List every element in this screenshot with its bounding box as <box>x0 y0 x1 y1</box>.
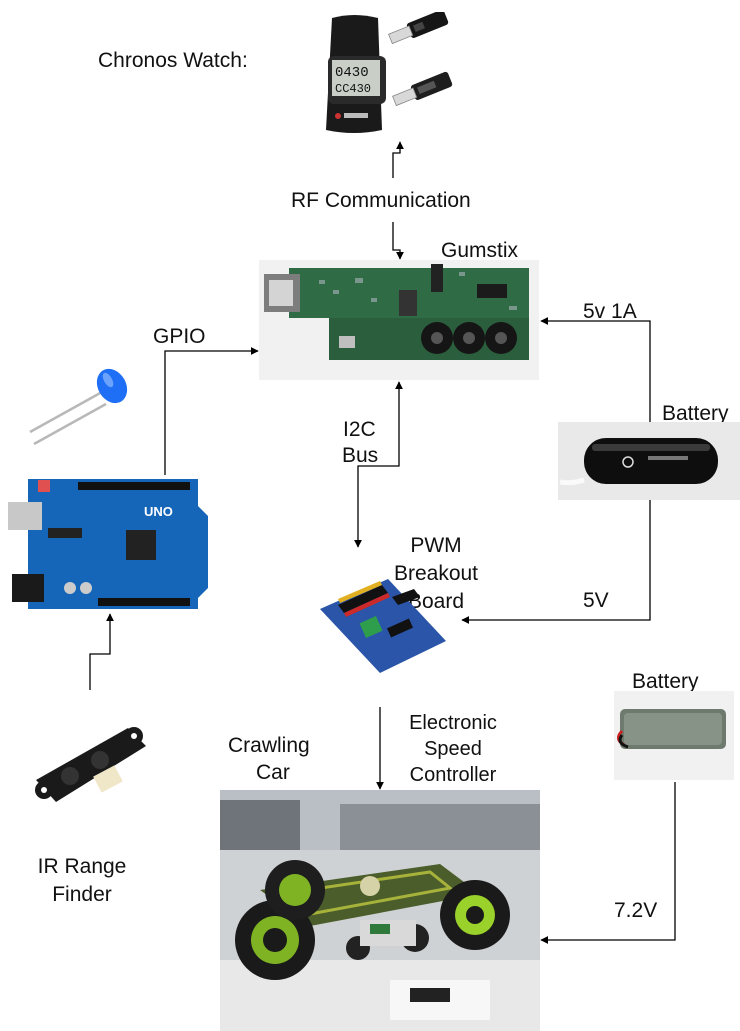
led-image <box>20 364 130 450</box>
battery-bottom-label: Battery <box>632 670 699 693</box>
arduino-board-image: UNO <box>8 476 213 612</box>
pwm-label-line1: PWM <box>410 534 462 557</box>
nimh-battery-pack-image <box>614 691 734 780</box>
ir-range-finder-image <box>30 720 148 810</box>
ir-label-line2: Finder <box>52 883 112 906</box>
power-bank-battery-image <box>558 422 740 500</box>
gumstix-board-image <box>259 260 539 380</box>
gpio-label: GPIO <box>153 325 206 348</box>
i2c-label-line2: Bus <box>342 444 379 467</box>
chronos-watch-image: 0430 CC430 <box>318 9 468 137</box>
chronos-watch-label: Chronos Watch: <box>98 49 248 72</box>
pwm-label-line3: Board <box>407 590 465 613</box>
crawling-label-line1: Crawling <box>228 734 310 757</box>
arduino-uno-text: UNO <box>144 504 173 519</box>
gumstix-label: Gumstix <box>441 239 519 262</box>
rf-to-gumstix-arrow <box>392 222 404 260</box>
power-5v-label: 5V <box>583 589 609 612</box>
gpio-arrow <box>164 347 259 475</box>
watch-time-text: 0430 <box>335 65 369 81</box>
power-5v-1a-label: 5v 1A <box>583 300 637 323</box>
battery-to-car-arrow <box>540 782 676 944</box>
rf-to-watch-arrow <box>392 141 404 178</box>
rf-communication-label: RF Communication <box>291 189 471 212</box>
esc-label-line3: Controller <box>409 764 497 786</box>
esc-label-line1: Electronic <box>409 712 497 734</box>
ir-label-line1: IR Range <box>37 855 127 878</box>
power-7v2-label: 7.2V <box>614 899 658 922</box>
battery-to-gumstix-arrow <box>540 317 651 423</box>
pwm-breakout-board-image <box>318 575 448 675</box>
watch-model-text: CC430 <box>335 82 371 96</box>
i2c-label-line1: I2C <box>343 418 376 441</box>
battery-to-pwm-arrow <box>461 500 651 624</box>
ir-to-arduino-arrow <box>89 613 114 690</box>
battery-top-label: Battery <box>662 402 729 425</box>
crawling-label-line2: Car <box>256 761 290 784</box>
pwm-label-line2: Breakout <box>393 562 479 585</box>
crawling-car-photo <box>220 790 540 1031</box>
esc-label-line2: Speed <box>424 738 482 760</box>
i2c-arrow <box>354 381 403 548</box>
